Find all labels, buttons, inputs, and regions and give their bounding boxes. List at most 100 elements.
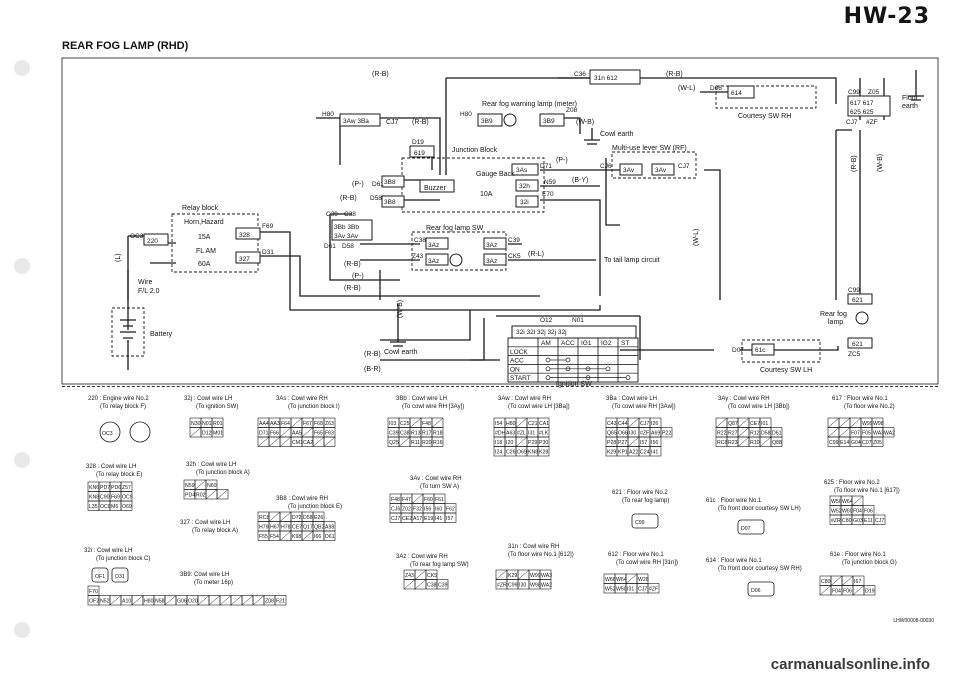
legend-32h-sub: (To junction block A) <box>196 470 250 476</box>
connector-pin-label: I30 <box>629 431 636 437</box>
connector-empty-pin <box>241 595 254 606</box>
courtesy-lh-label: Courtesy SW LH <box>760 367 812 374</box>
legend-3av-sub: (To turn SW A) <box>420 484 459 490</box>
connector-pin-label: D07 <box>741 526 751 532</box>
connector-pin-label: I67 <box>854 579 861 585</box>
conn-d58b: D58 <box>342 243 354 250</box>
connector-empty-pin <box>208 595 221 606</box>
connector-pin-label: C99 <box>829 440 839 446</box>
cowl-earth-mid-symbol <box>390 336 406 347</box>
connector-pin-label: CE2 <box>402 516 412 522</box>
legend-61e: 61e : Floor wire No.1 <box>830 552 886 558</box>
connector-pin-label: F69 <box>111 495 120 501</box>
legend-3aw: 3Aw : Cowl wire RH <box>498 396 551 402</box>
connector-empty-pin <box>830 575 843 586</box>
legend-621: 621 : Floor wire No.2 <box>612 490 668 496</box>
section-title: REAR FOG LAMP (RHD) <box>62 40 189 52</box>
connector-empty-pin <box>627 436 640 447</box>
connector-pin-label: E14 <box>840 440 849 446</box>
connector-pin-label: #DH <box>495 431 506 437</box>
conn-c38: C38 <box>344 211 356 218</box>
conn-d07: D07 <box>732 347 744 354</box>
connector-pin-label: A10 <box>122 599 131 605</box>
connector-pin-label: I03 <box>389 421 396 427</box>
connector-pin-label: O31 <box>115 574 125 580</box>
connector-pin-label: C38 <box>400 431 410 437</box>
connector-pin-label: G04 <box>851 440 861 446</box>
wire-label-l: (L) <box>115 253 122 262</box>
conn-c99-pins1: 617 617 <box>850 100 874 107</box>
wire-label-p-d61: (P-) <box>352 181 364 188</box>
connector-pin-label: OF2 <box>89 599 99 605</box>
connector-pin-label: W99 <box>862 421 873 427</box>
legend-617: 617 : Floor wire No.1 <box>832 396 888 402</box>
buzzer-label: Buzzer <box>424 185 446 192</box>
connector-pin-label: C07 <box>862 440 872 446</box>
wire-label-p-mid: (P-) <box>352 273 364 280</box>
connector-empty-pin <box>414 569 427 580</box>
legend-614: 614 : Floor wire No.1 <box>706 558 762 564</box>
connector-pin-label: CE7 <box>750 421 760 427</box>
connector-pin-label: W98 <box>530 583 541 589</box>
ignition-contact <box>545 375 551 380</box>
wire-rear-fog <box>852 200 861 301</box>
connector-pin-label: OC3 <box>102 431 113 437</box>
cowl-earth-top-label: Cowl earth <box>600 131 634 138</box>
legend-3ay-sub: (To cowl wire LH [3Bb]) <box>728 404 790 410</box>
conn-zc5: ZC5 <box>848 351 861 358</box>
connector-empty-pin <box>290 417 303 428</box>
legend-3as: 3As : Cowl wire RH <box>276 396 328 402</box>
connector-pin-label: W60 <box>842 509 853 515</box>
connector-pin-label: F54 <box>270 534 279 540</box>
connector-pin-label: G03 <box>853 518 863 524</box>
conn-oc3: OC3 <box>130 233 144 240</box>
wire-label-rb-mid2: (R-B) <box>344 285 361 292</box>
conn-h80-pins: 3Aw 3Ba <box>343 118 369 125</box>
connector-pin-label: CE7 <box>292 525 302 531</box>
connector-pin-label: OC8 <box>100 504 111 510</box>
connector-empty-pin <box>189 427 202 438</box>
connector-pin-label: W50 <box>831 499 842 505</box>
wire-label-rb-mid1: (R-B) <box>344 261 361 268</box>
warning-lamp-icon <box>503 113 517 127</box>
connector-pin-cell <box>120 500 133 511</box>
connector-empty-pin <box>279 530 292 541</box>
legend-625: 625 : Floor wire No.2 <box>824 480 880 486</box>
connector-pin-label: W98 <box>873 421 884 427</box>
connector-pin-label: I57 <box>446 516 453 522</box>
connector-pin-label: Z02 <box>402 507 411 513</box>
connector-pin-label: I41 <box>651 450 658 456</box>
connector-pin-label: CM1 <box>292 440 303 446</box>
connector-pin-label: F66 <box>270 431 279 437</box>
connector-pin-label: F64 <box>281 421 290 427</box>
connector-body <box>737 519 765 535</box>
conn-h80b: H80 <box>460 111 472 118</box>
battery-label: Battery <box>150 331 173 338</box>
connector-pin-label: I60 <box>435 507 442 513</box>
connector-pin-label: QB2 <box>314 525 324 531</box>
cj7-label: CJ7 <box>386 119 399 126</box>
connector-pin-label: F07 <box>851 431 860 437</box>
connector-pin-cell <box>211 427 224 438</box>
connector-pin-label: E19 <box>424 516 433 522</box>
conn-cj7c: CJ7 <box>846 119 858 126</box>
connector-pin-label: CA1 <box>539 421 549 427</box>
connector-pin-label: O69 <box>517 450 527 456</box>
wire-fog-sw <box>360 243 596 261</box>
legend-3aw-sub: (To cowl wire LH [3Ba]) <box>508 404 570 410</box>
ignition-contact <box>545 357 551 363</box>
ignition-header: ACC <box>561 340 575 347</box>
rear-fog-lamp-icon <box>855 311 869 325</box>
connector-pin-label: C80 <box>842 518 852 524</box>
legend-328: 328 : Cowl wire LH <box>86 464 136 470</box>
fl-60a-label: 60A <box>198 261 211 268</box>
connector-empty-pin <box>398 436 411 447</box>
legend-61c: 61c : Floor wire No.1 <box>706 498 762 504</box>
conn-d61-pin: 3B8 <box>384 179 396 186</box>
connector-pin-cell <box>431 436 444 447</box>
connector-empty-pin <box>279 511 292 522</box>
connector-empty-pin <box>495 569 508 580</box>
connector-empty-pin <box>268 436 281 447</box>
legend-3az: 3Az : Cowl wire RH <box>396 554 448 560</box>
connector-pin-label: CK5 <box>427 573 437 579</box>
